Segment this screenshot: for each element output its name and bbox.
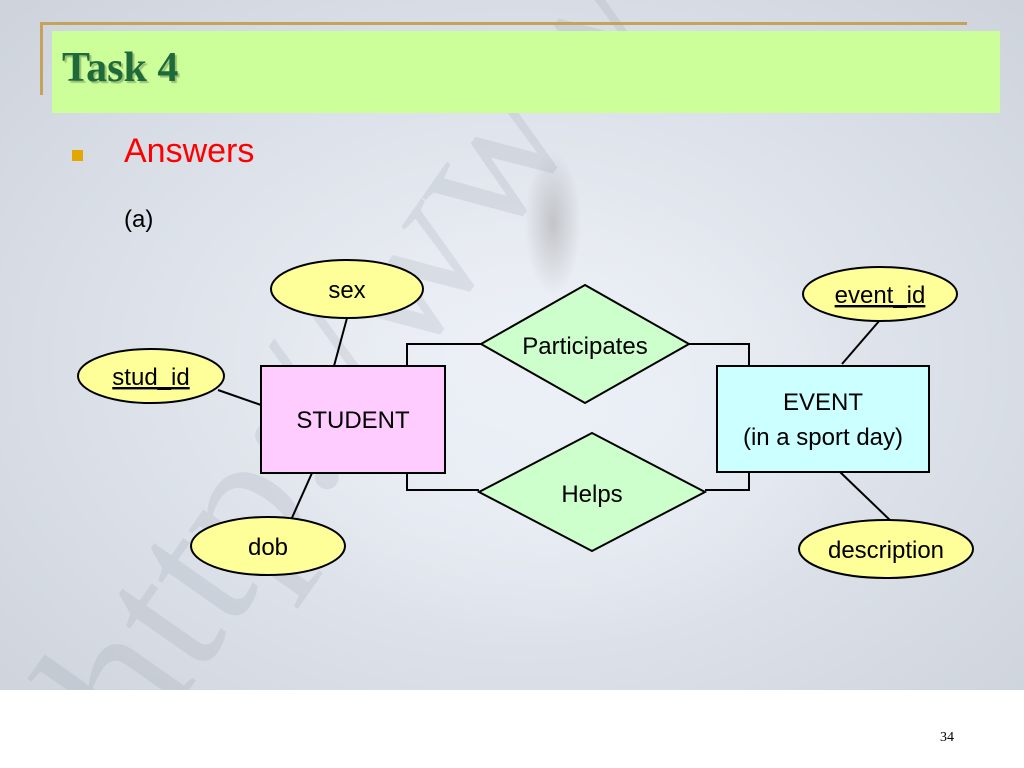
part-label: (a) <box>124 206 154 233</box>
line-studid-student <box>217 389 262 406</box>
line-description-event <box>839 471 893 523</box>
line-student-participates <box>406 343 481 366</box>
er-diagram: sex stud_id dob event_id description STU… <box>77 259 974 579</box>
relationship-helps-label: Helps <box>561 481 622 508</box>
line-eventid-event <box>841 319 881 365</box>
relationship-participates-label: Participates <box>522 333 647 360</box>
title-frame <box>40 22 967 95</box>
attribute-sex-label: sex <box>328 277 365 304</box>
attribute-event-id-label: event_id <box>835 282 926 309</box>
entity-event: EVENT (in a sport day) <box>716 365 930 473</box>
line-dob-student <box>290 472 313 521</box>
answers-heading: Answers <box>124 132 255 170</box>
entity-student: STUDENT <box>260 365 446 474</box>
bullet-icon <box>72 150 83 161</box>
attribute-stud-id: stud_id <box>77 348 225 404</box>
connectors <box>217 317 893 523</box>
line-sex-student <box>333 317 348 367</box>
attribute-dob-label: dob <box>248 534 288 561</box>
page-number: 34 <box>940 730 954 745</box>
entity-event-label-line2: (in a sport day) <box>743 424 903 451</box>
relationship-participates: Participates <box>478 283 692 405</box>
attribute-description: description <box>798 519 974 579</box>
relationship-helps: Helps <box>476 431 708 553</box>
entity-event-label-line1: EVENT <box>783 389 863 416</box>
attribute-sex: sex <box>270 259 424 319</box>
line-student-helps <box>406 473 479 491</box>
title-box <box>52 31 1000 113</box>
attribute-stud-id-label: stud_id <box>112 364 189 391</box>
line-participates-event <box>689 343 750 366</box>
entity-student-label: STUDENT <box>296 407 410 434</box>
attribute-dob: dob <box>190 516 346 576</box>
attribute-event-id: event_id <box>802 266 958 322</box>
line-helps-event <box>705 472 750 491</box>
slide-title: Task 4 <box>62 45 179 91</box>
attribute-description-label: description <box>828 537 944 564</box>
